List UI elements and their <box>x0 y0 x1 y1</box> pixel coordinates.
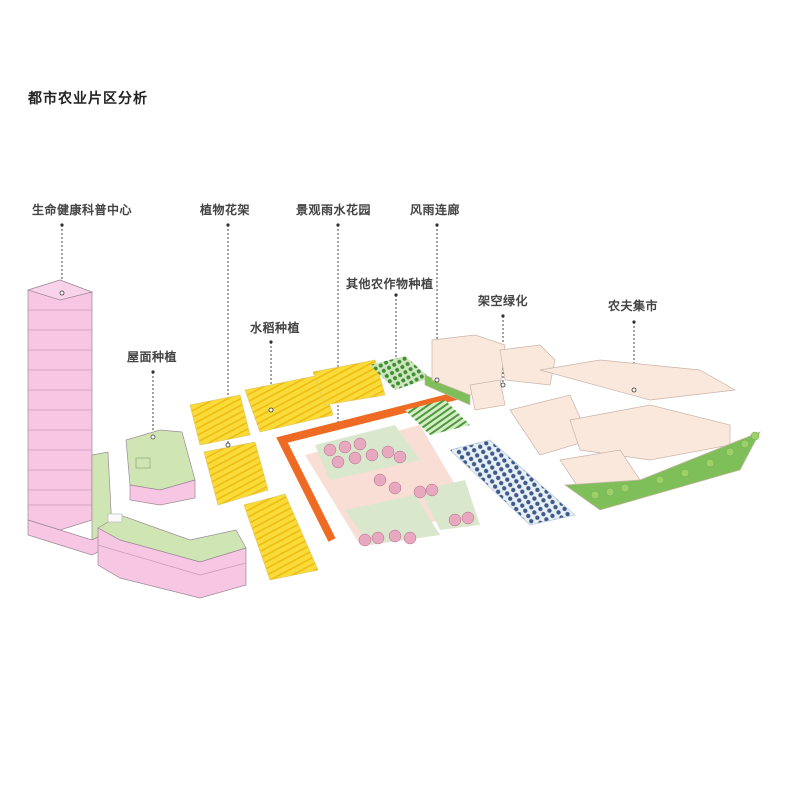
page-title: 都市农业片区分析 <box>28 91 148 107</box>
label-rice-planting: 水稻种植 <box>250 321 301 335</box>
label-farmers-market: 农夫集市 <box>608 299 659 313</box>
label-rain-garden: 景观雨水花园 <box>296 203 372 217</box>
leader-dots <box>60 223 636 374</box>
label-elevated-greening: 架空绿化 <box>478 294 529 308</box>
health-center-tower <box>26 279 113 556</box>
label-plant-trellis: 植物花架 <box>200 203 251 217</box>
roof-planting-building <box>125 429 196 506</box>
label-health-center: 生命健康科普中心 <box>32 203 133 217</box>
wind-rain-corridor <box>276 391 461 542</box>
other-crops-field <box>370 356 430 390</box>
market-trees <box>590 431 760 500</box>
label-roof-planting: 屋面种植 <box>127 350 178 364</box>
vegetable-field <box>449 439 576 526</box>
farmers-market-buildings <box>424 334 761 511</box>
rain-garden <box>305 425 480 547</box>
label-wind-rain-corridor: 风雨连廊 <box>410 203 461 217</box>
row-crops-field <box>405 400 470 435</box>
label-other-crops: 其他农作物种植 <box>346 277 434 291</box>
rice-fields <box>189 359 386 581</box>
l-shaped-building <box>97 513 247 599</box>
anchor-circles <box>59 290 637 448</box>
